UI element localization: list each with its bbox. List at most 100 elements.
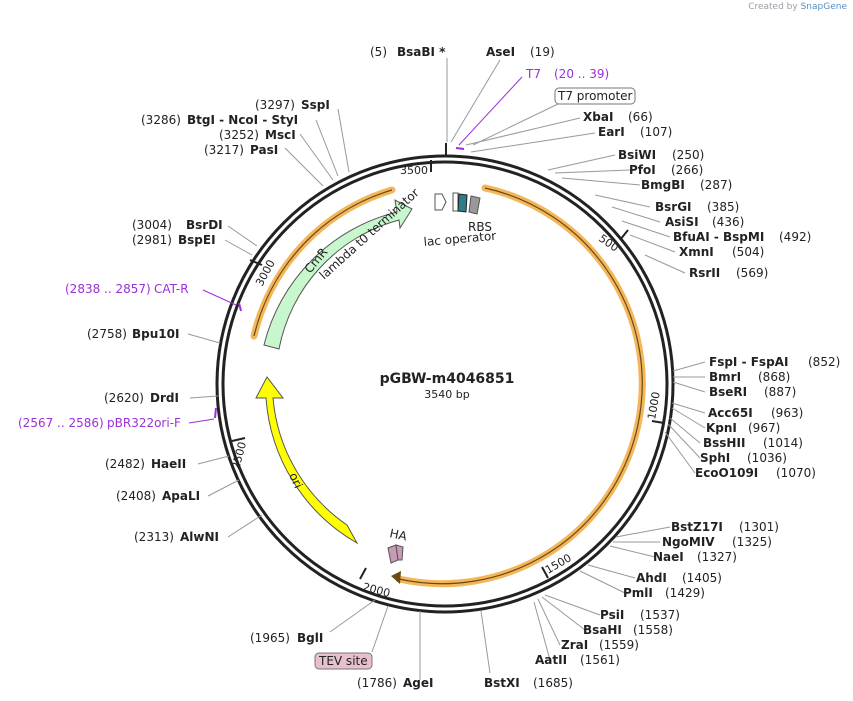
site-bseri[interactable]: BseRI xyxy=(709,385,747,399)
site-bmgbi[interactable]: BmgBI xyxy=(641,178,685,192)
plasmid-name: pGBW-m4046851 xyxy=(380,371,515,387)
site-bstz17i[interactable]: BstZ17I xyxy=(671,520,723,534)
promoter-box[interactable] xyxy=(452,192,459,212)
rbs-box[interactable] xyxy=(468,195,481,215)
site-bgli[interactable]: BglI xyxy=(297,631,323,645)
site-apali[interactable]: ApaLI xyxy=(162,489,200,503)
site-haeii[interactable]: HaeII xyxy=(151,457,186,471)
site-pasi[interactable]: PasI xyxy=(250,143,278,157)
site-agei[interactable]: AgeI xyxy=(403,676,433,690)
site-msci[interactable]: MscI xyxy=(265,128,296,142)
site-pos: (1429) xyxy=(665,586,705,600)
site-ahdi[interactable]: AhdI xyxy=(636,571,667,585)
terminator-arrow[interactable] xyxy=(434,193,447,211)
site-asei[interactable]: AseI xyxy=(486,45,515,59)
site-bmri[interactable]: BmrI xyxy=(709,370,741,384)
leader-line xyxy=(672,381,706,393)
leader-line xyxy=(224,239,253,256)
leader-line xyxy=(450,59,501,143)
primer-t7-name[interactable]: T7 xyxy=(525,67,541,81)
leader-line xyxy=(671,402,706,414)
ha-tag-part2[interactable] xyxy=(395,544,404,561)
site-pos: (1325) xyxy=(732,535,772,549)
site-pos: (1965) xyxy=(250,631,290,645)
leader-line xyxy=(315,119,339,177)
leader-line xyxy=(667,423,701,459)
site-pos: (1559) xyxy=(599,638,639,652)
leader-line xyxy=(579,570,626,594)
site-pfoi[interactable]: PfoI xyxy=(629,163,656,177)
orf-arc-right-core xyxy=(398,187,643,585)
backbone-inner-ring xyxy=(221,160,669,608)
site-labels: (5) BsaBI * AseI (19) XbaI (66) EarI (10… xyxy=(87,45,840,690)
site-pmli[interactable]: PmlI xyxy=(623,586,653,600)
site-bstxi[interactable]: BstXI xyxy=(484,676,520,690)
site-sspi[interactable]: SspI xyxy=(301,98,330,112)
leader-line xyxy=(189,395,219,399)
site-pos: (569) xyxy=(736,266,768,280)
tick-mark-2500 xyxy=(231,437,246,442)
site-sphi[interactable]: SphI xyxy=(700,451,730,465)
primer-cat-r-name[interactable]: CAT-R xyxy=(154,282,189,296)
site-asisi[interactable]: AsiSI xyxy=(665,215,699,229)
primer-t7-range: (20 .. 39) xyxy=(554,67,609,81)
tick-label-1000: 1000 xyxy=(645,391,663,421)
leader-line xyxy=(533,601,551,661)
lac-operator-label: lac operator xyxy=(423,229,497,249)
tev-site-box[interactable] xyxy=(314,652,373,670)
site-bsshii[interactable]: BssHII xyxy=(703,436,745,450)
leader-line xyxy=(629,234,676,253)
site-bsahi[interactable]: BsaHI xyxy=(583,623,622,637)
site-kpni[interactable]: KpnI xyxy=(706,421,737,435)
leader-line xyxy=(337,108,350,173)
site-btgi[interactable]: BtgI - NcoI - StyI xyxy=(187,113,298,127)
site-pos: (1014) xyxy=(763,436,803,450)
site-zrai[interactable]: ZraI xyxy=(561,638,588,652)
primer-pbr322-name[interactable]: pBR322ori-F xyxy=(107,416,181,430)
primer-leader-line xyxy=(458,76,523,146)
site-pos: (2408) xyxy=(116,489,156,503)
site-pos: (3286) xyxy=(141,113,181,127)
leader-line xyxy=(470,132,596,153)
site-aatii[interactable]: AatII xyxy=(535,653,567,667)
site-xbai[interactable]: XbaI xyxy=(583,110,613,124)
site-bspei[interactable]: BspEI xyxy=(178,233,216,247)
lac-operator-box[interactable] xyxy=(457,193,468,213)
site-pos: (852) xyxy=(808,355,840,369)
site-xmni[interactable]: XmnI xyxy=(679,245,714,259)
site-bsrgi[interactable]: BsrGI xyxy=(655,200,692,214)
site-pos: (2482) xyxy=(105,457,145,471)
site-bsiwi[interactable]: BsiWI xyxy=(618,148,656,162)
site-ngomiv[interactable]: NgoMIV xyxy=(662,535,715,549)
orf-arc-left-core xyxy=(253,189,393,337)
site-bsrdi[interactable]: BsrDI xyxy=(186,218,223,232)
tick-mark-3000 xyxy=(249,259,263,266)
cmr-arrow[interactable] xyxy=(263,199,413,350)
site-pos: (3217) xyxy=(204,143,244,157)
t7-promoter-box[interactable] xyxy=(554,87,636,105)
t7-promoter-label: T7 promoter xyxy=(557,89,633,103)
site-acc65i[interactable]: Acc65I xyxy=(708,406,753,420)
leader-line xyxy=(329,599,376,633)
leader-line xyxy=(594,194,651,208)
leader-line xyxy=(554,169,631,174)
site-pos: (504) xyxy=(732,245,764,259)
leader-line xyxy=(561,177,641,186)
site-bsabi[interactable]: BsaBI * xyxy=(397,45,446,59)
site-rsrii[interactable]: RsrII xyxy=(689,266,720,280)
site-eari[interactable]: EarI xyxy=(598,125,625,139)
site-pos: (1558) xyxy=(633,623,673,637)
site-drdi[interactable]: DrdI xyxy=(150,391,179,405)
site-psii[interactable]: PsiI xyxy=(600,608,624,622)
ori-arrow[interactable] xyxy=(255,376,359,545)
site-pos: (385) xyxy=(707,200,739,214)
site-alwni[interactable]: AlwNI xyxy=(180,530,219,544)
site-fspi[interactable]: FspI - FspAI xyxy=(709,355,788,369)
site-bfuai[interactable]: BfuAI - BspMI xyxy=(673,230,764,244)
tick-marks xyxy=(231,143,665,580)
leader-line xyxy=(611,206,661,223)
site-bpu10i[interactable]: Bpu10I xyxy=(132,327,179,341)
site-eco0109i[interactable]: EcoO109I xyxy=(695,466,758,480)
site-pos: (2981) xyxy=(132,233,172,247)
site-naei[interactable]: NaeI xyxy=(653,550,684,564)
